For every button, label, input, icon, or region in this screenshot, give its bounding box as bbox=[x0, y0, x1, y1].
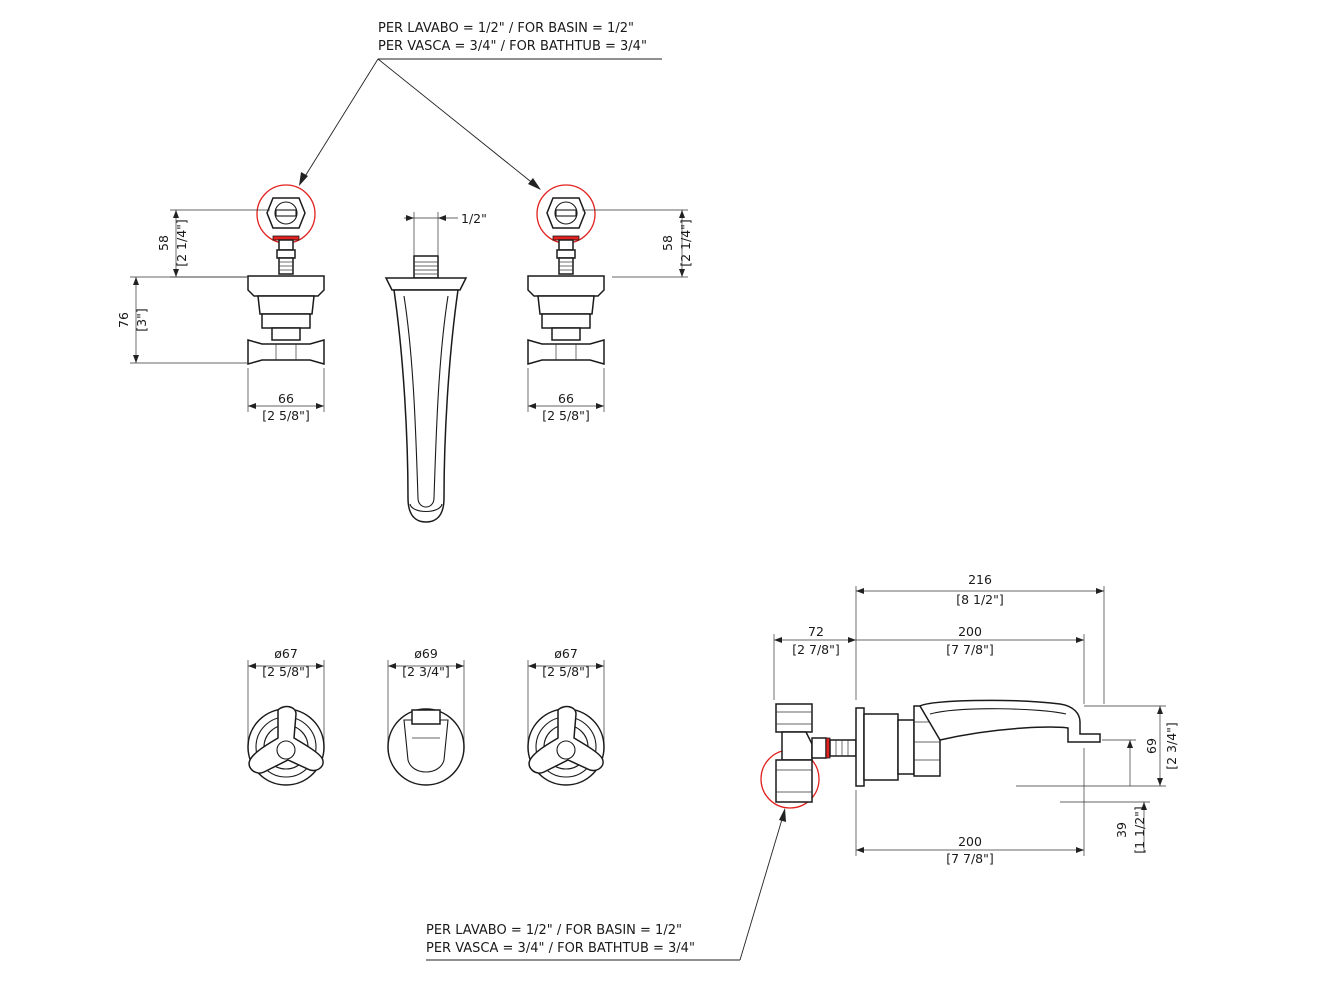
bottom-note-line1: PER LAVABO = 1/2" / FOR BASIN = 1/2" bbox=[426, 923, 682, 938]
side-bottom-mm: 200 bbox=[958, 834, 982, 849]
left-rosette-mm: ø67 bbox=[274, 646, 298, 661]
top-note-line1: PER LAVABO = 1/2" / FOR BASIN = 1/2" bbox=[378, 21, 634, 36]
right-rosette-in: [2 5/8"] bbox=[542, 664, 590, 679]
bottom-note-line2: PER VASCA = 3/4" / FOR BATHTUB = 3/4" bbox=[426, 941, 695, 956]
side-spout-in: [7 7/8"] bbox=[946, 642, 994, 657]
right-width-mm: 66 bbox=[558, 391, 574, 406]
side-spout-mm: 200 bbox=[958, 624, 982, 639]
left-height-mm: 58 bbox=[156, 235, 171, 251]
spout-thread-label: 1/2" bbox=[461, 211, 487, 226]
left-valve-front bbox=[247, 184, 325, 365]
left-handle-top-view: ø67 [2 5/8"] bbox=[247, 646, 325, 786]
side-bottom-in: [7 7/8"] bbox=[946, 851, 994, 866]
right-width-in: [2 5/8"] bbox=[542, 408, 590, 423]
side-body-mm: 72 bbox=[808, 624, 824, 639]
left-width-in: [2 5/8"] bbox=[262, 408, 310, 423]
right-height-in: [2 1/4"] bbox=[678, 219, 693, 267]
side-view-dimensions: 216 [8 1/2"] 72 [2 7/8"] 200 [7 7/8"] 69… bbox=[773, 572, 1179, 866]
spout-top-view: ø69 [2 3/4"] bbox=[387, 646, 465, 786]
left-valve-dimensions: 58 [2 1/4"] 76 [3"] 66 [2 5/8"] bbox=[116, 209, 325, 423]
top-connection-note: PER LAVABO = 1/2" / FOR BASIN = 1/2" PER… bbox=[299, 21, 662, 190]
left-total-mm: 76 bbox=[116, 312, 131, 328]
left-rosette-in: [2 5/8"] bbox=[262, 664, 310, 679]
spout-rosette-in: [2 3/4"] bbox=[402, 664, 450, 679]
left-height-in: [2 1/4"] bbox=[174, 219, 189, 267]
side-height-mm: 69 bbox=[1144, 738, 1159, 754]
bottom-connection-note: PER LAVABO = 1/2" / FOR BASIN = 1/2" PER… bbox=[426, 808, 786, 961]
top-note-line2: PER VASCA = 3/4" / FOR BATHTUB = 3/4" bbox=[378, 39, 647, 54]
side-drop-in: [1 1/2"] bbox=[1132, 806, 1147, 854]
side-height-in: [2 3/4"] bbox=[1164, 722, 1179, 770]
right-height-mm: 58 bbox=[660, 235, 675, 251]
right-valve-front bbox=[527, 184, 605, 365]
right-rosette-mm: ø67 bbox=[554, 646, 578, 661]
side-total-in: [8 1/2"] bbox=[956, 592, 1004, 607]
side-total-mm: 216 bbox=[968, 572, 992, 587]
right-handle-top-view: ø67 [2 5/8"] bbox=[527, 646, 605, 786]
spout-front: 1/2" bbox=[384, 211, 487, 523]
side-body-in: [2 7/8"] bbox=[792, 642, 840, 657]
side-drop-mm: 39 bbox=[1114, 822, 1129, 838]
spout-rosette-mm: ø69 bbox=[414, 646, 438, 661]
side-view bbox=[760, 699, 1101, 809]
right-valve-dimensions: 58 [2 1/4"] 66 [2 5/8"] bbox=[527, 209, 693, 423]
left-width-mm: 66 bbox=[278, 391, 294, 406]
left-total-in: [3"] bbox=[134, 308, 149, 331]
